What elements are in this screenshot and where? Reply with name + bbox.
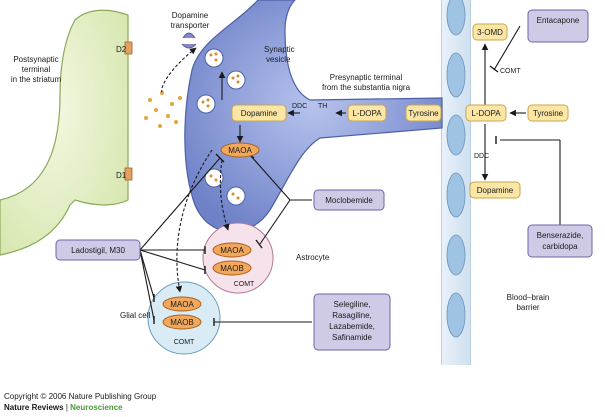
presynaptic-terminal [184, 0, 443, 233]
tyrosine-right-box: Tyrosine [527, 104, 569, 122]
synaptic-vesicle-label-1: Synaptic [264, 45, 295, 54]
ddc-right-label: DDC [474, 153, 489, 160]
benserazide-box: Benserazide, carbidopa [527, 224, 593, 258]
astrocyte-label: Astrocyte [296, 253, 330, 262]
selegiline-line-2: Rasagiline, [332, 311, 372, 320]
journal-credit: Nature Reviews | Neuroscience [4, 403, 123, 412]
ldopa-pre-box: L-DOPA [347, 104, 387, 122]
maoa-glial-enzyme: MAOA [162, 296, 202, 312]
maob-astro-label: MAOB [220, 264, 244, 273]
synaptic-dopamine-dots [144, 91, 182, 128]
maob-astro-enzyme: MAOB [212, 260, 252, 276]
selegiline-line-3: Lazabemide, [329, 322, 375, 331]
d1-label: D1 [116, 171, 127, 180]
tyrosine-right-label: Tyrosine [533, 109, 564, 118]
maoa-glial-label: MAOA [170, 300, 194, 309]
comt-astro-label: COMT [234, 281, 255, 288]
synaptic-vesicles [196, 48, 246, 206]
ldopa-pre-label: L-DOPA [352, 109, 382, 118]
journal-separator: | [63, 403, 71, 412]
dopamine-transporter [181, 32, 197, 49]
dopamine-pre-box: Dopamine [231, 104, 287, 122]
maoa-pre-enzyme: MAOA [220, 142, 260, 158]
comt-right-label: COMT [500, 68, 521, 75]
tyrosine-pre-label: Tyrosine [408, 109, 439, 118]
glial-cell-label: Glial cell [120, 311, 150, 320]
benserazide-line-1: Benserazide, [537, 231, 584, 240]
dopamine-transporter-label-1: Dopamine [172, 11, 209, 20]
postsynaptic-label-2: terminal [22, 65, 51, 74]
journal-section: Neuroscience [70, 403, 123, 412]
selegiline-line-4: Safinamide [332, 333, 373, 342]
astrocyte [202, 222, 274, 294]
maoa-astro-enzyme: MAOA [212, 242, 252, 258]
bbb-label-1: Blood–brain [507, 293, 550, 302]
blood-brain-barrier [441, 0, 471, 365]
th-label: TH [318, 103, 327, 110]
postsynaptic-label-1: Postsynaptic [13, 55, 58, 64]
tyrosine-pre-box: Tyrosine [405, 104, 442, 122]
synaptic-vesicle-label-2: vesicle [266, 55, 291, 64]
presynaptic-label-1: Presynaptic terminal [330, 73, 403, 82]
ladostigil-box: Ladostigil, M30 [55, 239, 141, 261]
maob-glial-label: MAOB [170, 318, 194, 327]
journal-name: Nature Reviews [4, 403, 64, 412]
postsynaptic-terminal [0, 9, 129, 256]
maob-glial-enzyme: MAOB [162, 314, 202, 330]
omd-label: 3-OMD [477, 28, 503, 37]
dopamine-transporter-label-2: transporter [171, 21, 210, 30]
ldopa-right-label: L-DOPA [471, 109, 501, 118]
entacapone-box: Entacapone [527, 9, 589, 43]
d2-receptor [124, 41, 133, 55]
presynaptic-label-2: from the substantia nigra [322, 83, 411, 92]
entacapone-label: Entacapone [537, 16, 580, 25]
selegiline-box: Selegiline, Rasagiline, Lazabemide, Safi… [313, 293, 391, 351]
dopamine-right-box: Dopamine [469, 181, 521, 199]
moclobemide-box: Moclobemide [313, 189, 385, 211]
ddc-pre-label: DDC [292, 103, 307, 110]
ladostigil-label: Ladostigil, M30 [71, 246, 125, 255]
postsynaptic-label-3: in the striatum [11, 75, 62, 84]
bbb-label-2: barrier [516, 303, 539, 312]
ldopa-right-box: L-DOPA [465, 104, 507, 122]
comt-glial-label: COMT [174, 339, 195, 346]
dopamine-pre-label: Dopamine [241, 109, 278, 118]
selegiline-line-1: Selegiline, [334, 300, 371, 309]
benserazide-line-2: carbidopa [542, 242, 578, 251]
maoa-astro-label: MAOA [220, 246, 244, 255]
d1-receptor [124, 167, 133, 181]
moclobemide-label: Moclobemide [325, 196, 373, 205]
omd-box: 3-OMD [472, 23, 508, 41]
copyright-text: Copyright © 2006 Nature Publishing Group [4, 392, 157, 401]
d2-label: D2 [116, 45, 127, 54]
maoa-pre-label: MAOA [228, 146, 252, 155]
dopamine-right-label: Dopamine [477, 186, 514, 195]
